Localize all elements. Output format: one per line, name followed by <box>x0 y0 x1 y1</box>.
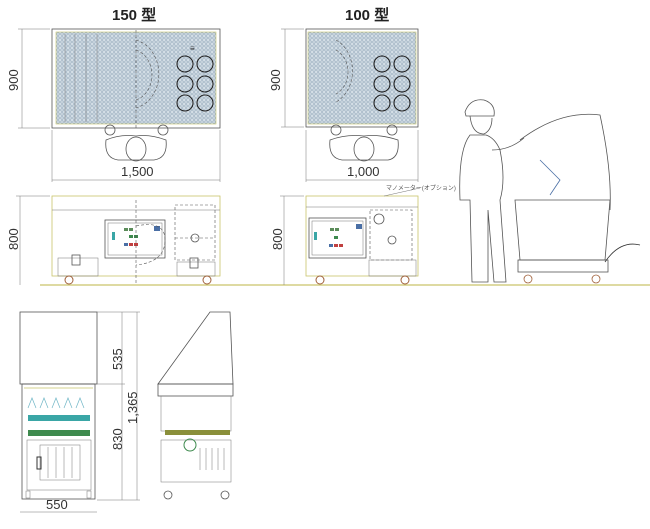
front-view-100: マノメーター(オプション) 800 <box>270 184 456 285</box>
dim-150-height: 800 <box>6 228 21 250</box>
top-view-150: ≡ 900 1,500 <box>6 28 221 182</box>
operator-top-icon <box>329 124 399 162</box>
front-view-150: 800 <box>6 195 221 285</box>
dim-100-height: 800 <box>270 228 285 250</box>
operator-side-illustration <box>459 99 641 284</box>
dim-100-depth: 900 <box>268 69 283 91</box>
dim-150-depth: 900 <box>6 69 21 91</box>
title-100: 100 型 <box>345 6 389 24</box>
dim-side-width: 550 <box>46 497 68 512</box>
manometer-icon <box>373 213 385 225</box>
svg-text:≡: ≡ <box>190 44 195 53</box>
dim-150-width: 1,500 <box>121 164 154 179</box>
manometer-label: マノメーター(オプション) <box>386 184 456 192</box>
front-view-tall: 550 535 1,365 830 <box>19 311 140 513</box>
side-view-tall <box>157 311 234 500</box>
dim-100-width: 1,000 <box>347 164 380 179</box>
operator-top-icon <box>104 124 169 162</box>
dim-hood-height: 535 <box>110 348 125 370</box>
title-150: 150 型 <box>112 6 156 24</box>
top-view-100: 900 1,000 <box>268 28 419 182</box>
dim-total-height: 1,365 <box>125 391 140 424</box>
dim-body-height: 830 <box>110 428 125 450</box>
